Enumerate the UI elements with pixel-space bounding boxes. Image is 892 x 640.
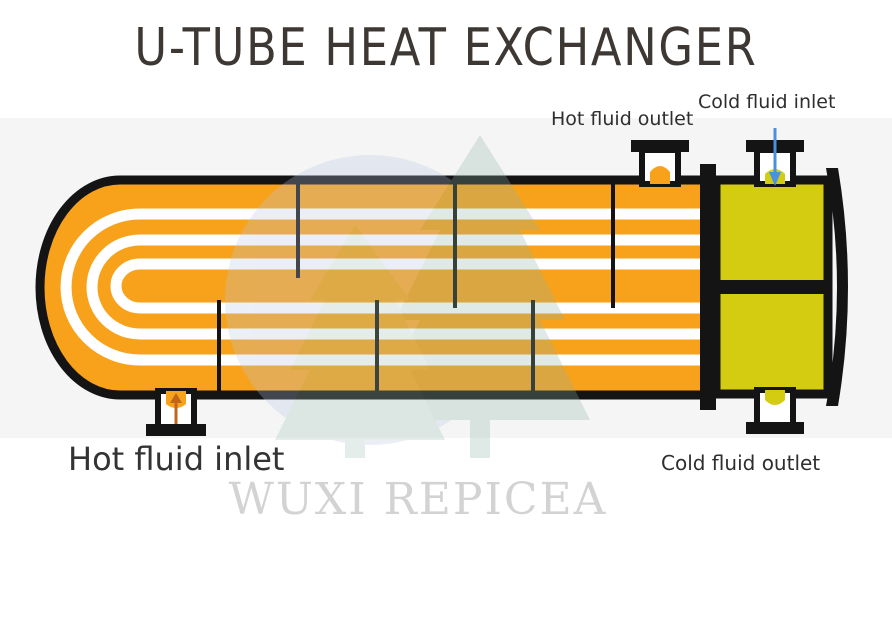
u-tube-middle bbox=[86, 234, 705, 340]
channel-head bbox=[700, 164, 848, 410]
hot-inlet-arrow-icon bbox=[170, 393, 182, 424]
u-tube-outer bbox=[60, 208, 705, 366]
shell bbox=[35, 175, 710, 400]
hot-fluid-inlet-label: Hot fluid inlet bbox=[68, 440, 285, 478]
watermark-text: WUXI REPICEA bbox=[228, 474, 608, 525]
cold-inlet-arrow-icon bbox=[769, 128, 781, 186]
cold-fluid-inlet-label: Cold fluid inlet bbox=[698, 91, 836, 113]
baffles bbox=[217, 184, 615, 391]
channel-cover bbox=[826, 168, 848, 406]
diagram-title: U-TUBE HEAT EXCHANGER bbox=[134, 18, 758, 78]
cold-outlet-nozzle bbox=[746, 387, 804, 434]
pass-partition bbox=[716, 280, 828, 294]
cold-fluid-outlet-label: Cold fluid outlet bbox=[661, 451, 821, 475]
shell-outline bbox=[35, 175, 710, 400]
hot-outlet-nozzle bbox=[631, 140, 689, 187]
hot-fluid-outlet-label: Hot fluid outlet bbox=[551, 108, 694, 130]
u-tube-inner bbox=[110, 258, 705, 314]
u-tubes bbox=[60, 208, 705, 366]
watermark-logo bbox=[225, 135, 590, 458]
